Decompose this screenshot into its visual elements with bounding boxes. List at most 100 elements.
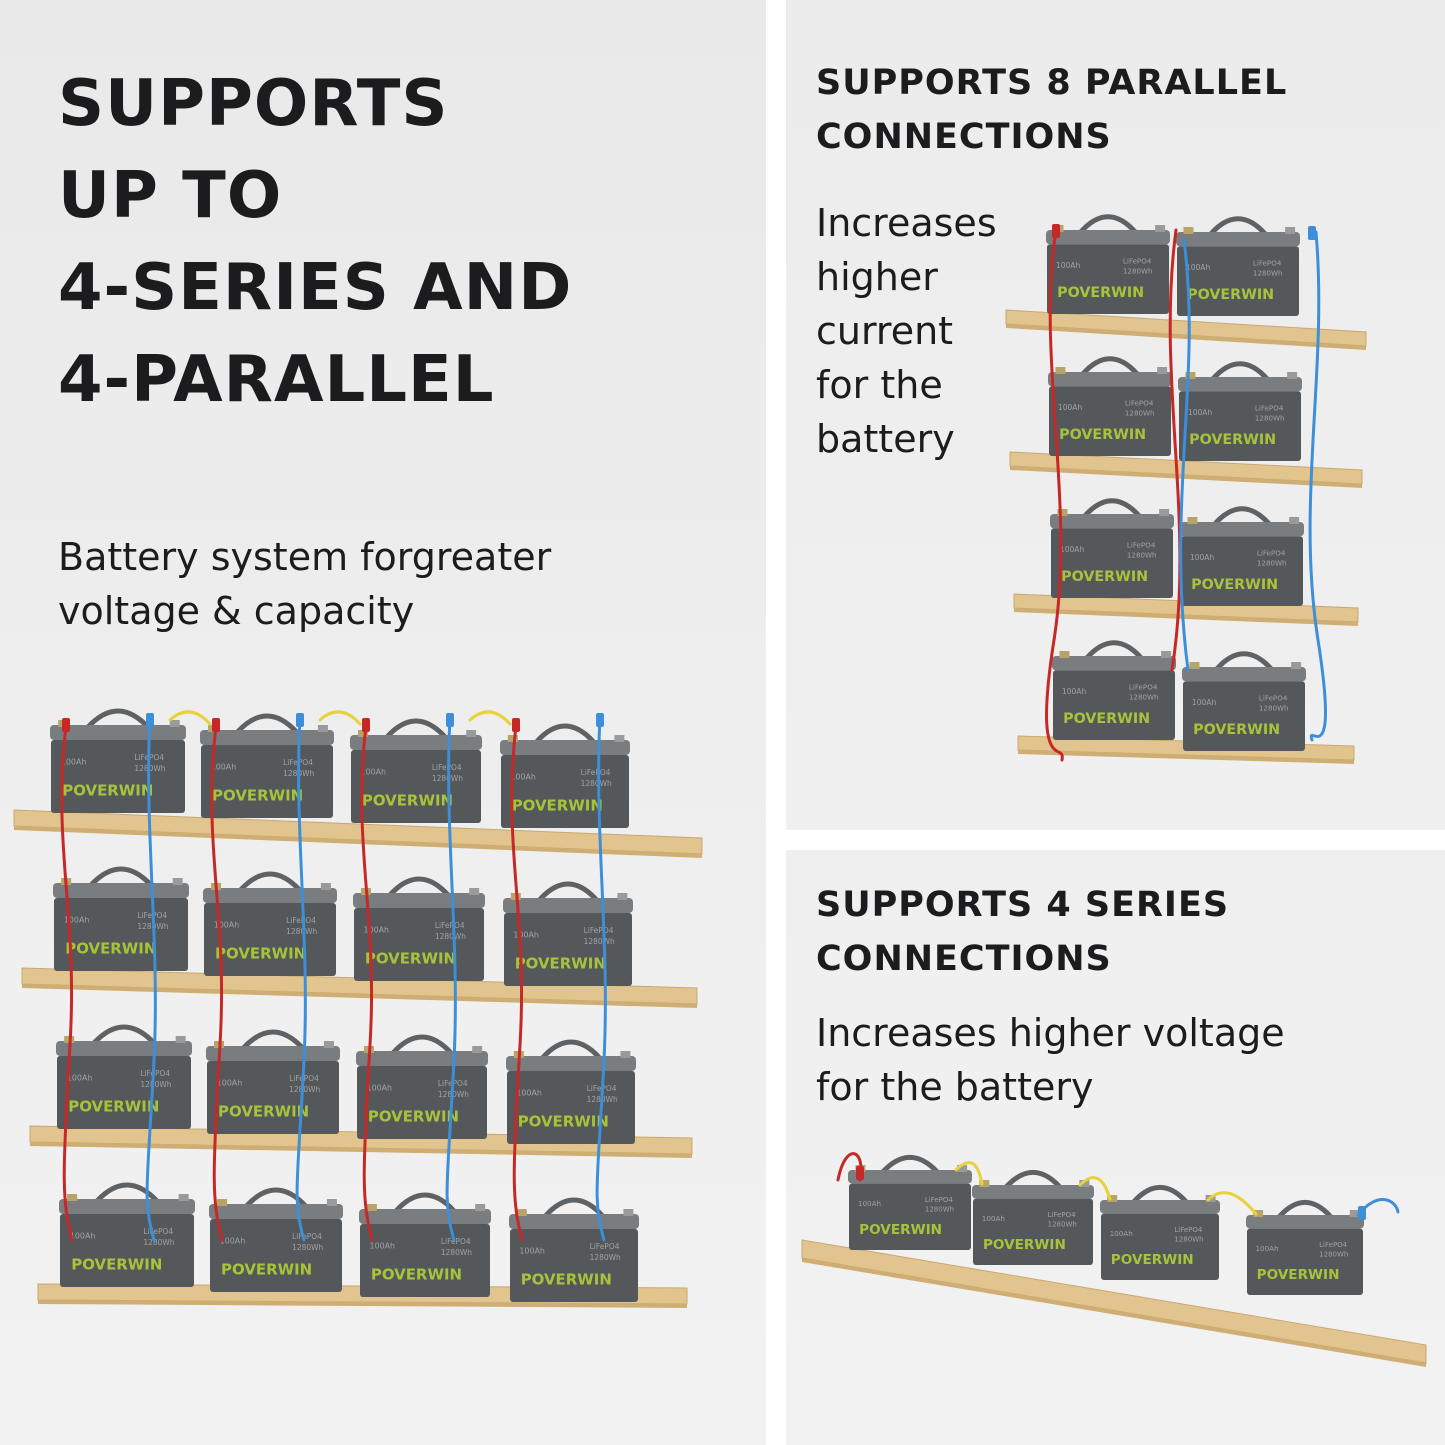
battery-handle <box>539 1039 603 1061</box>
battery-body <box>354 907 484 981</box>
battery-body <box>204 902 336 976</box>
main-title: SUPPORTS UP TO 4-SERIES AND 4-PARALLEL <box>58 58 748 426</box>
battery-lid <box>1180 522 1304 537</box>
battery-handle <box>1078 214 1138 235</box>
yellow-series-jumper <box>954 1161 984 1186</box>
battery-handle <box>387 876 451 898</box>
battery-chemistry-label: LiFePO4 <box>925 1196 954 1204</box>
battery-chemistry-label: LiFePO4 <box>435 921 465 930</box>
terminal-negative <box>1157 367 1168 374</box>
battery-lid <box>59 1199 195 1214</box>
terminal-positive <box>1055 367 1066 374</box>
terminal-negative <box>323 1041 334 1048</box>
yellow-jumper-wire <box>318 710 362 726</box>
battery-energy-label: 1280Wh <box>292 1243 323 1252</box>
battery-lid <box>972 1185 1094 1199</box>
terminal-positive <box>1185 372 1196 379</box>
terminal-negative <box>326 1199 337 1206</box>
series-title-line-2: CONNECTIONS <box>816 939 1112 979</box>
battery-handle <box>880 1155 940 1175</box>
terminal-positive <box>1107 1195 1118 1202</box>
alligator-clamp <box>856 1166 864 1180</box>
series-title-line-1: SUPPORTS 4 SERIES <box>816 885 1230 925</box>
shelf-edge <box>14 826 702 858</box>
battery-handle <box>1084 640 1144 661</box>
terminal-positive <box>979 1180 990 1187</box>
battery-handle <box>1003 1170 1063 1190</box>
parallel-desc-line-2: higher <box>816 255 938 299</box>
panel-series-parallel: SUPPORTS UP TO 4-SERIES AND 4-PARALLEL B… <box>0 0 766 1445</box>
main-subtitle-line-2: voltage & capacity <box>58 589 415 633</box>
battery-brand-label: POVERWIN <box>368 1107 459 1125</box>
terminal-positive <box>1187 517 1198 524</box>
battery-handle <box>1131 1185 1189 1205</box>
battery-chemistry-label: LiFePO4 <box>1259 694 1288 703</box>
battery-chemistry-label: LiFePO4 <box>292 1232 322 1241</box>
battery-handle <box>542 1197 606 1219</box>
battery-handle <box>390 1034 454 1056</box>
battery-brand-label: POVERWIN <box>521 1270 612 1288</box>
parallel-desc-line-5: battery <box>816 417 955 461</box>
main-title-line-4: 4-PARALLEL <box>58 343 495 417</box>
battery-lid <box>848 1170 972 1184</box>
battery-brand-label: POVERWIN <box>365 949 456 967</box>
battery-capacity-label: 100Ah <box>1058 403 1083 412</box>
battery-chemistry-label: LiFePO4 <box>140 1069 170 1078</box>
battery-body <box>51 739 185 813</box>
battery-energy-label: 1280Wh <box>925 1206 954 1214</box>
series-desc-line-2: for the battery <box>816 1065 1094 1109</box>
red-parallel-wire <box>1045 228 1064 762</box>
battery-brand-label: POVERWIN <box>859 1222 942 1238</box>
terminal-negative <box>472 1046 483 1053</box>
red-parallel-wire <box>1168 228 1182 672</box>
terminal-negative <box>957 1165 968 1172</box>
panel-parallel: SUPPORTS 8 PARALLEL CONNECTIONS Increase… <box>786 0 1445 830</box>
battery-brand-label: POVERWIN <box>1257 1267 1340 1283</box>
battery-capacity-label: 100Ah <box>1192 698 1217 707</box>
battery-capacity-label: 100Ah <box>64 916 90 925</box>
battery-brand-label: POVERWIN <box>1057 285 1144 301</box>
battery-handle <box>533 723 597 745</box>
series-title: SUPPORTS 4 SERIES CONNECTIONS <box>816 878 1436 986</box>
battery-lid <box>1048 372 1172 387</box>
battery-chemistry-label: LiFePO4 <box>1255 404 1284 413</box>
battery-capacity-label: 100Ah <box>364 926 390 935</box>
yellow-series-jumper <box>1206 1191 1258 1216</box>
terminal-positive <box>1183 227 1194 234</box>
main-title-line-2: UP TO <box>58 159 283 233</box>
battery-energy-label: 1280Wh <box>590 1253 621 1262</box>
battery-capacity-label: 100Ah <box>370 1242 396 1251</box>
terminal-positive <box>67 1194 78 1201</box>
battery-brand-label: POVERWIN <box>62 781 153 799</box>
battery-body <box>1181 536 1303 606</box>
battery-lid <box>53 883 189 898</box>
battery-brand-label: POVERWIN <box>71 1255 162 1273</box>
alligator-clamp <box>212 718 220 732</box>
battery-capacity-label: 100Ah <box>67 1074 93 1083</box>
parallel-title-line-2: CONNECTIONS <box>816 117 1112 157</box>
battery-body <box>360 1223 490 1297</box>
battery-brand-label: POVERWIN <box>983 1237 1066 1253</box>
battery-handle <box>235 713 299 735</box>
shelf-edge <box>22 984 697 1008</box>
battery-handle <box>1212 506 1272 527</box>
battery-capacity-label: 100Ah <box>1255 1244 1278 1253</box>
terminal-negative <box>1289 517 1300 524</box>
battery-lid <box>350 735 482 750</box>
battery-capacity-label: 100Ah <box>1190 553 1215 562</box>
terminal-negative <box>178 1194 189 1201</box>
battery-brand-label: POVERWIN <box>68 1097 159 1115</box>
battery-capacity-label: 100Ah <box>1188 408 1213 417</box>
battery-lid <box>56 1041 192 1056</box>
battery-handle <box>88 866 154 888</box>
battery-chemistry-label: LiFePO4 <box>584 926 614 935</box>
battery-chemistry-label: LiFePO4 <box>432 763 462 772</box>
battery-lid <box>500 740 630 755</box>
battery-body <box>1049 386 1171 456</box>
